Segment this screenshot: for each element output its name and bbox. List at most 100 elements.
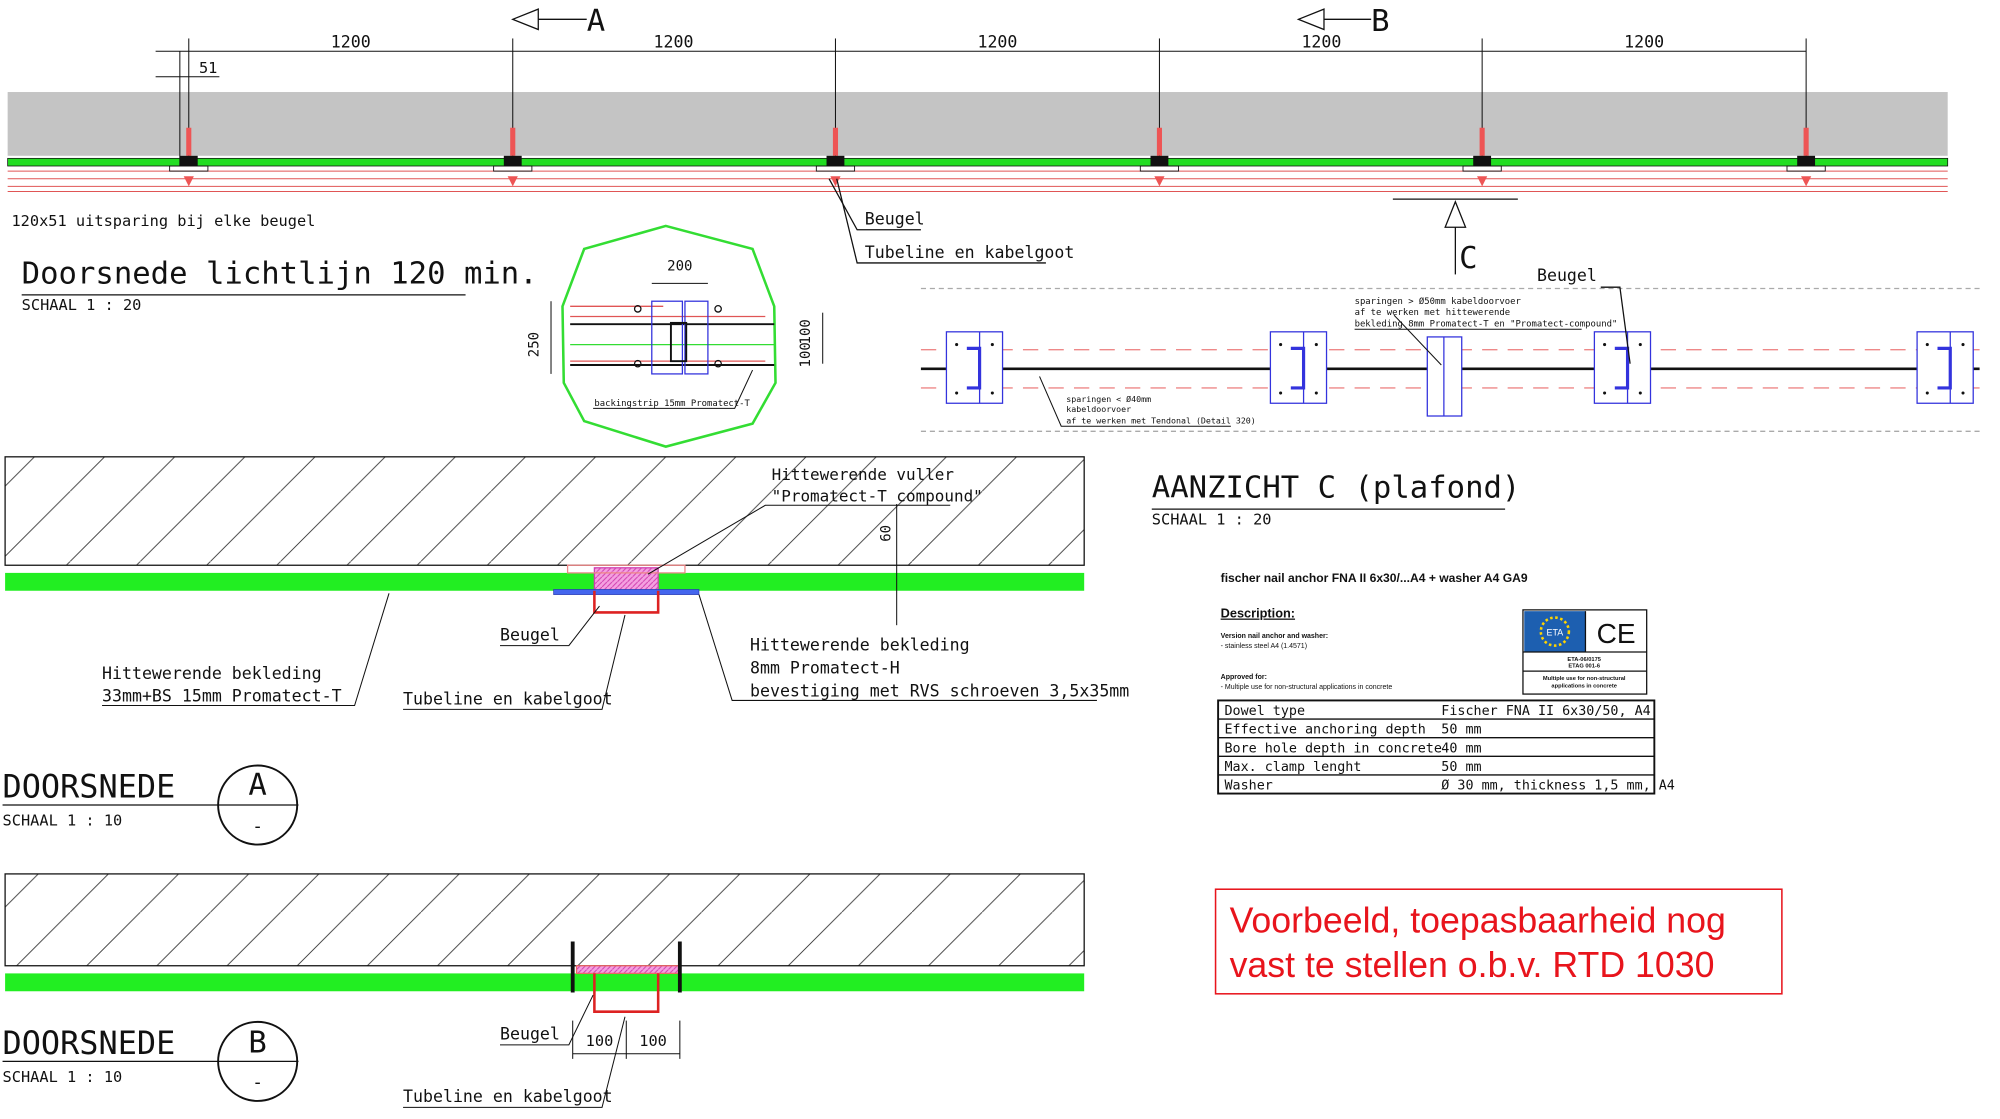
dim-label: 1200 [1301,32,1341,51]
svg-text:A: A [587,4,605,39]
table-row: Washer Ø 30 mm, thickness 1,5 mm, A4 [1218,774,1675,794]
section-a-title: DOORSNEDE [3,767,176,805]
ceiling-bracket [1916,331,1974,404]
svg-text:B: B [248,1025,266,1060]
svg-text:SCHAAL 1 : 10: SCHAAL 1 : 10 [3,811,123,829]
tubeline-lines [7,170,1948,193]
svg-text:A: A [248,768,266,803]
svg-text:Approved for:: Approved for: [1221,674,1267,681]
dim-label: 1200 [331,32,371,51]
detail-circle: 200 250 100 100 backingstrip 15mm Promat… [526,224,824,448]
anchor-bracket [815,38,856,187]
svg-text:Multiple use for non-structura: Multiple use for non-structural [1543,676,1626,682]
dim-label: 1200 [1624,32,1664,51]
svg-text:Hittewerende bekleding: Hittewerende bekleding [750,636,970,655]
drawing-scale: SCHAAL 1 : 20 [22,296,142,314]
svg-text:kabeldoorvoer: kabeldoorvoer [1066,404,1131,414]
dim-60: 60 [878,525,894,542]
anchor-spec-sheet: fischer nail anchor FNA II 6x30/...A4 + … [1217,571,1675,795]
ce-mark-icon: CE [1597,618,1636,649]
row-value: 50 mm [1441,723,1481,738]
anchor-bracket [1139,38,1180,187]
svg-text:"Promatect-T compound": "Promatect-T compound" [772,486,983,505]
svg-text:100: 100 [586,1032,614,1050]
svg-text:ETA-06/0175: ETA-06/0175 [1567,657,1601,663]
svg-text:Beugel: Beugel [500,1025,560,1044]
view-c-ceiling: Beugel sparingen > Ø50mm kabeldoorvoer a… [920,266,1980,528]
dim-250: 250 [526,332,542,357]
row-value: 40 mm [1441,741,1481,756]
view-c-title: AANZICHT C (plafond) [1152,471,1521,506]
svg-text:ETA: ETA [1547,627,1564,637]
recess-note: 120x51 uitsparing bij elke beugel [11,212,315,230]
svg-text:Version nail anchor and washer: Version nail anchor and washer: [1221,633,1328,640]
svg-text:Voorbeeld, toepasbaarheid nog: Voorbeeld, toepasbaarheid nog [1230,901,1726,941]
row-label: Effective anchoring depth [1224,723,1425,738]
svg-text:33mm+BS 15mm Promatect-T: 33mm+BS 15mm Promatect-T [102,687,342,706]
row-value: Ø 30 mm, thickness 1,5 mm, A4 [1441,779,1675,794]
anchor-bracket [1786,38,1826,187]
section-a: 60 Hittewerende vuller "Promatect-T comp… [3,456,1129,846]
svg-text:sparingen > Ø50mm kabeldoorvoe: sparingen > Ø50mm kabeldoorvoer [1355,296,1522,307]
anchor-heading: fischer nail anchor FNA II 6x30/...A4 + … [1221,571,1528,585]
view-c-scale: SCHAAL 1 : 20 [1152,510,1272,528]
section-b: 100 100 Beugel Tubeline en kabelgoot DOO… [3,873,1085,1108]
anchor-bracket [169,38,209,187]
svg-text:C: C [1459,241,1477,276]
svg-text:Tubeline en kabelgoot: Tubeline en kabelgoot [403,689,613,708]
view-marker-c: C [1392,198,1518,276]
row-value: Fischer FNA II 6x30/50, A4 [1441,704,1650,719]
svg-text:sparingen < Ø40mm: sparingen < Ø40mm [1066,394,1151,404]
svg-text:Description:: Description: [1221,606,1295,621]
dim-200: 200 [667,259,692,275]
svg-text:vast te stellen o.b.v. RTD 103: vast te stellen o.b.v. RTD 1030 [1230,945,1715,985]
row-label: Dowel type [1224,704,1305,719]
svg-text:SCHAAL 1 : 10: SCHAAL 1 : 10 [3,1068,123,1086]
tubeline-label: Tubeline en kabelgoot [865,243,1075,262]
anchor-bracket [1462,38,1502,187]
svg-text:Hittewerende vuller: Hittewerende vuller [772,465,954,484]
svg-text:-: - [252,1072,263,1093]
row-label: Max. clamp lenght [1224,760,1361,775]
ceiling-bracket [1593,331,1652,404]
drawing-title: Doorsnede lichtlijn 120 min. [22,256,538,291]
warning-note-box: Voorbeeld, toepasbaarheid nog vast te st… [1214,888,1783,995]
svg-text:af te werken met Tendonal (Det: af te werken met Tendonal (Detail 320) [1066,416,1255,426]
section-b-title: DOORSNEDE [3,1024,176,1062]
svg-text:B: B [1371,4,1389,39]
ceiling-bracket [1269,331,1328,404]
svg-text:- stainless steel A4 (1.4571): - stainless steel A4 (1.4571) [1221,643,1307,650]
table-row: Effective anchoring depth 50 mm [1218,718,1655,738]
dim-label-51: 51 [199,59,217,77]
section-marker-a: A [511,4,605,39]
svg-text:applications in concrete: applications in concrete [1551,684,1616,690]
dim-label: 1200 [654,32,694,51]
cladding-strip [7,157,1949,167]
beugel-label: Beugel [865,210,925,229]
svg-text:8mm Promatect-H: 8mm Promatect-H [750,659,900,678]
concrete-slab [7,92,1948,156]
ceiling-bracket [945,331,1004,404]
svg-text:Hittewerende bekleding: Hittewerende bekleding [102,664,322,683]
svg-text:-: - [252,816,263,837]
row-value: 50 mm [1441,760,1481,775]
svg-text:ETAG 001-6: ETAG 001-6 [1568,663,1600,669]
eta-ce-badge: ETA CE ETA-06/0175 ETAG 001-6 Multiple u… [1522,609,1648,695]
svg-text:Tubeline en kabelgoot: Tubeline en kabelgoot [403,1087,613,1106]
svg-text:- Multiple use for non-structu: - Multiple use for non-structural applic… [1221,684,1393,691]
svg-text:Beugel: Beugel [500,625,560,644]
table-row: Dowel type Fischer FNA II 6x30/50, A4 [1224,704,1650,719]
svg-text:100: 100 [639,1032,667,1050]
backingstrip-note: backingstrip 15mm Promatect-T [594,399,750,409]
row-label: Bore hole depth in concrete [1224,741,1441,756]
table-row: Max. clamp lenght 50 mm [1218,755,1655,775]
svg-text:bevestiging met RVS schroeven: bevestiging met RVS schroeven 3,5x35mm [750,682,1129,701]
dim-label: 1200 [977,32,1017,51]
row-label: Washer [1224,779,1272,794]
svg-text:af te werken met hittewerende: af te werken met hittewerende [1355,308,1511,318]
top-longitudinal-section: 1200 1200 1200 1200 1200 51 A B C 120x51… [7,4,1949,314]
view-c-beugel-label: Beugel [1537,266,1597,285]
